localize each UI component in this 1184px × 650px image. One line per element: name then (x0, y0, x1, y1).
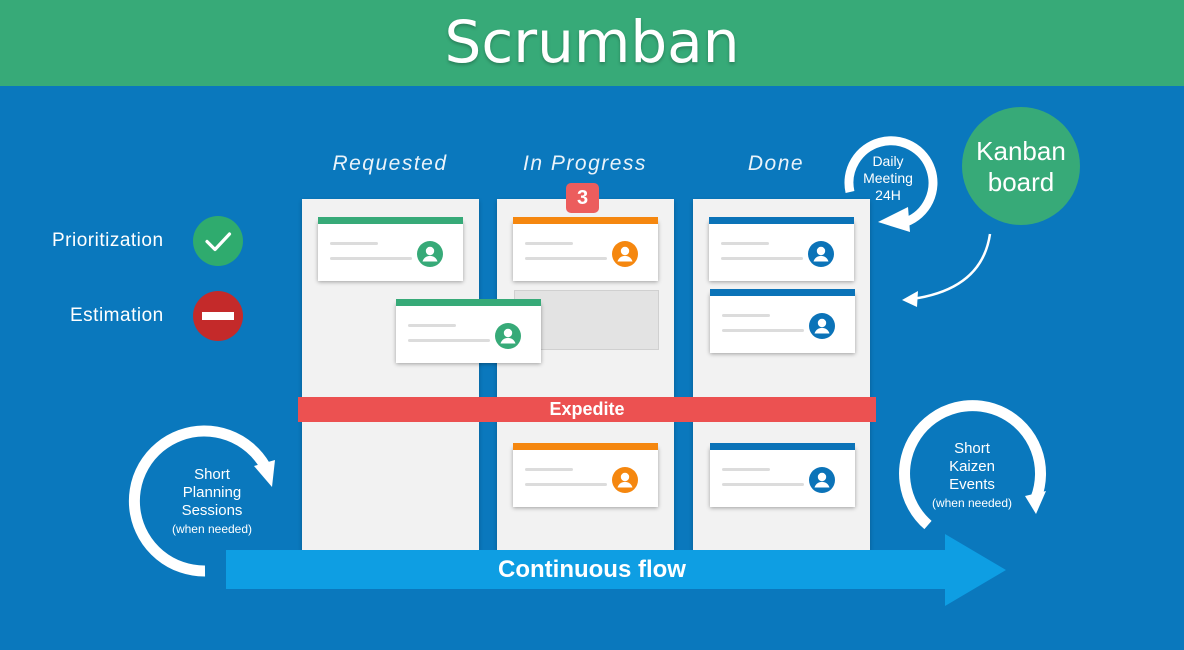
kanban-board-line1: Kanban (976, 136, 1066, 166)
card-color-bar (710, 289, 855, 296)
user-avatar-icon (809, 313, 835, 339)
card-color-bar (396, 299, 541, 306)
page-title: Scrumban (444, 8, 740, 76)
daily-meeting-label: Daily Meeting 24H (848, 153, 928, 204)
card-text-line (525, 483, 607, 486)
planning-arrowhead-icon (254, 460, 275, 487)
planning-line1: Short (194, 466, 230, 483)
kanban-board-badge (962, 107, 1080, 225)
kanban-pointer-arrowhead-icon (902, 291, 918, 307)
kanban-board-label: Kanban board (962, 136, 1080, 198)
header-banner: Scrumban (0, 0, 1184, 86)
card-text-line (721, 257, 803, 260)
kaizen-line3: Events (949, 476, 995, 493)
kaizen-note: (when needed) (931, 496, 1013, 510)
card-color-bar (709, 217, 854, 224)
daily-meeting-cycle-icon (844, 136, 938, 227)
user-avatar-icon (495, 323, 521, 349)
card-color-bar (513, 443, 658, 450)
kaizen-line2: Kaizen (949, 458, 995, 475)
user-avatar-icon (612, 467, 638, 493)
kaizen-line1: Short (954, 440, 990, 457)
card-text-line (525, 242, 573, 245)
card-text-line (525, 468, 573, 471)
wip-limit-badge: 3 (566, 183, 599, 213)
planning-sessions-label: Short Planning Sessions (when needed) (160, 466, 264, 538)
continuous-flow-label: Continuous flow (498, 556, 686, 583)
kaizen-cycle-icon (899, 400, 1046, 530)
task-card[interactable] (709, 217, 854, 281)
user-avatar-icon (808, 241, 834, 267)
card-color-bar (710, 443, 855, 450)
card-text-line (330, 242, 378, 245)
moving-task-card[interactable] (396, 299, 541, 363)
user-avatar-icon (612, 241, 638, 267)
card-text-line (408, 324, 456, 327)
continuous-flow-arrow (226, 534, 1006, 606)
daily-meeting-arrowhead-icon (878, 207, 910, 232)
card-color-bar (318, 217, 463, 224)
kaizen-events-label: Short Kaizen Events (when needed) (920, 440, 1024, 512)
expedite-lane: Expedite (298, 397, 876, 422)
task-card[interactable] (710, 289, 855, 353)
daily-meeting-line2: Meeting (863, 170, 913, 186)
estimation-label: Estimation (70, 305, 164, 326)
card-text-line (722, 483, 804, 486)
kanban-board-line2: board (987, 167, 1055, 197)
task-card[interactable] (513, 443, 658, 507)
planning-cycle-icon (128, 425, 270, 577)
card-text-line (721, 242, 769, 245)
column-header-requested: Requested (332, 152, 448, 175)
check-icon (193, 216, 243, 266)
column-header-done: Done (747, 152, 805, 175)
no-entry-icon (193, 291, 243, 341)
daily-meeting-line1: Daily (872, 153, 904, 169)
card-text-line (525, 257, 607, 260)
card-text-line (330, 257, 412, 260)
card-text-line (722, 468, 770, 471)
task-card[interactable] (513, 217, 658, 281)
card-text-line (722, 314, 770, 317)
card-color-bar (513, 217, 658, 224)
daily-meeting-line3: 24H (875, 187, 901, 203)
planning-line2: Planning (182, 484, 242, 501)
task-card[interactable] (318, 217, 463, 281)
planning-line3: Sessions (181, 502, 243, 519)
kanban-pointer-arrow (911, 233, 992, 301)
prioritization-label: Prioritization (52, 230, 164, 251)
user-avatar-icon (417, 241, 443, 267)
kaizen-arrowhead-icon (1025, 491, 1046, 514)
planning-note: (when needed) (171, 522, 253, 536)
user-avatar-icon (809, 467, 835, 493)
task-card[interactable] (710, 443, 855, 507)
card-text-line (408, 339, 490, 342)
card-text-line (722, 329, 804, 332)
column-header-in-progress: In Progress (523, 152, 647, 175)
